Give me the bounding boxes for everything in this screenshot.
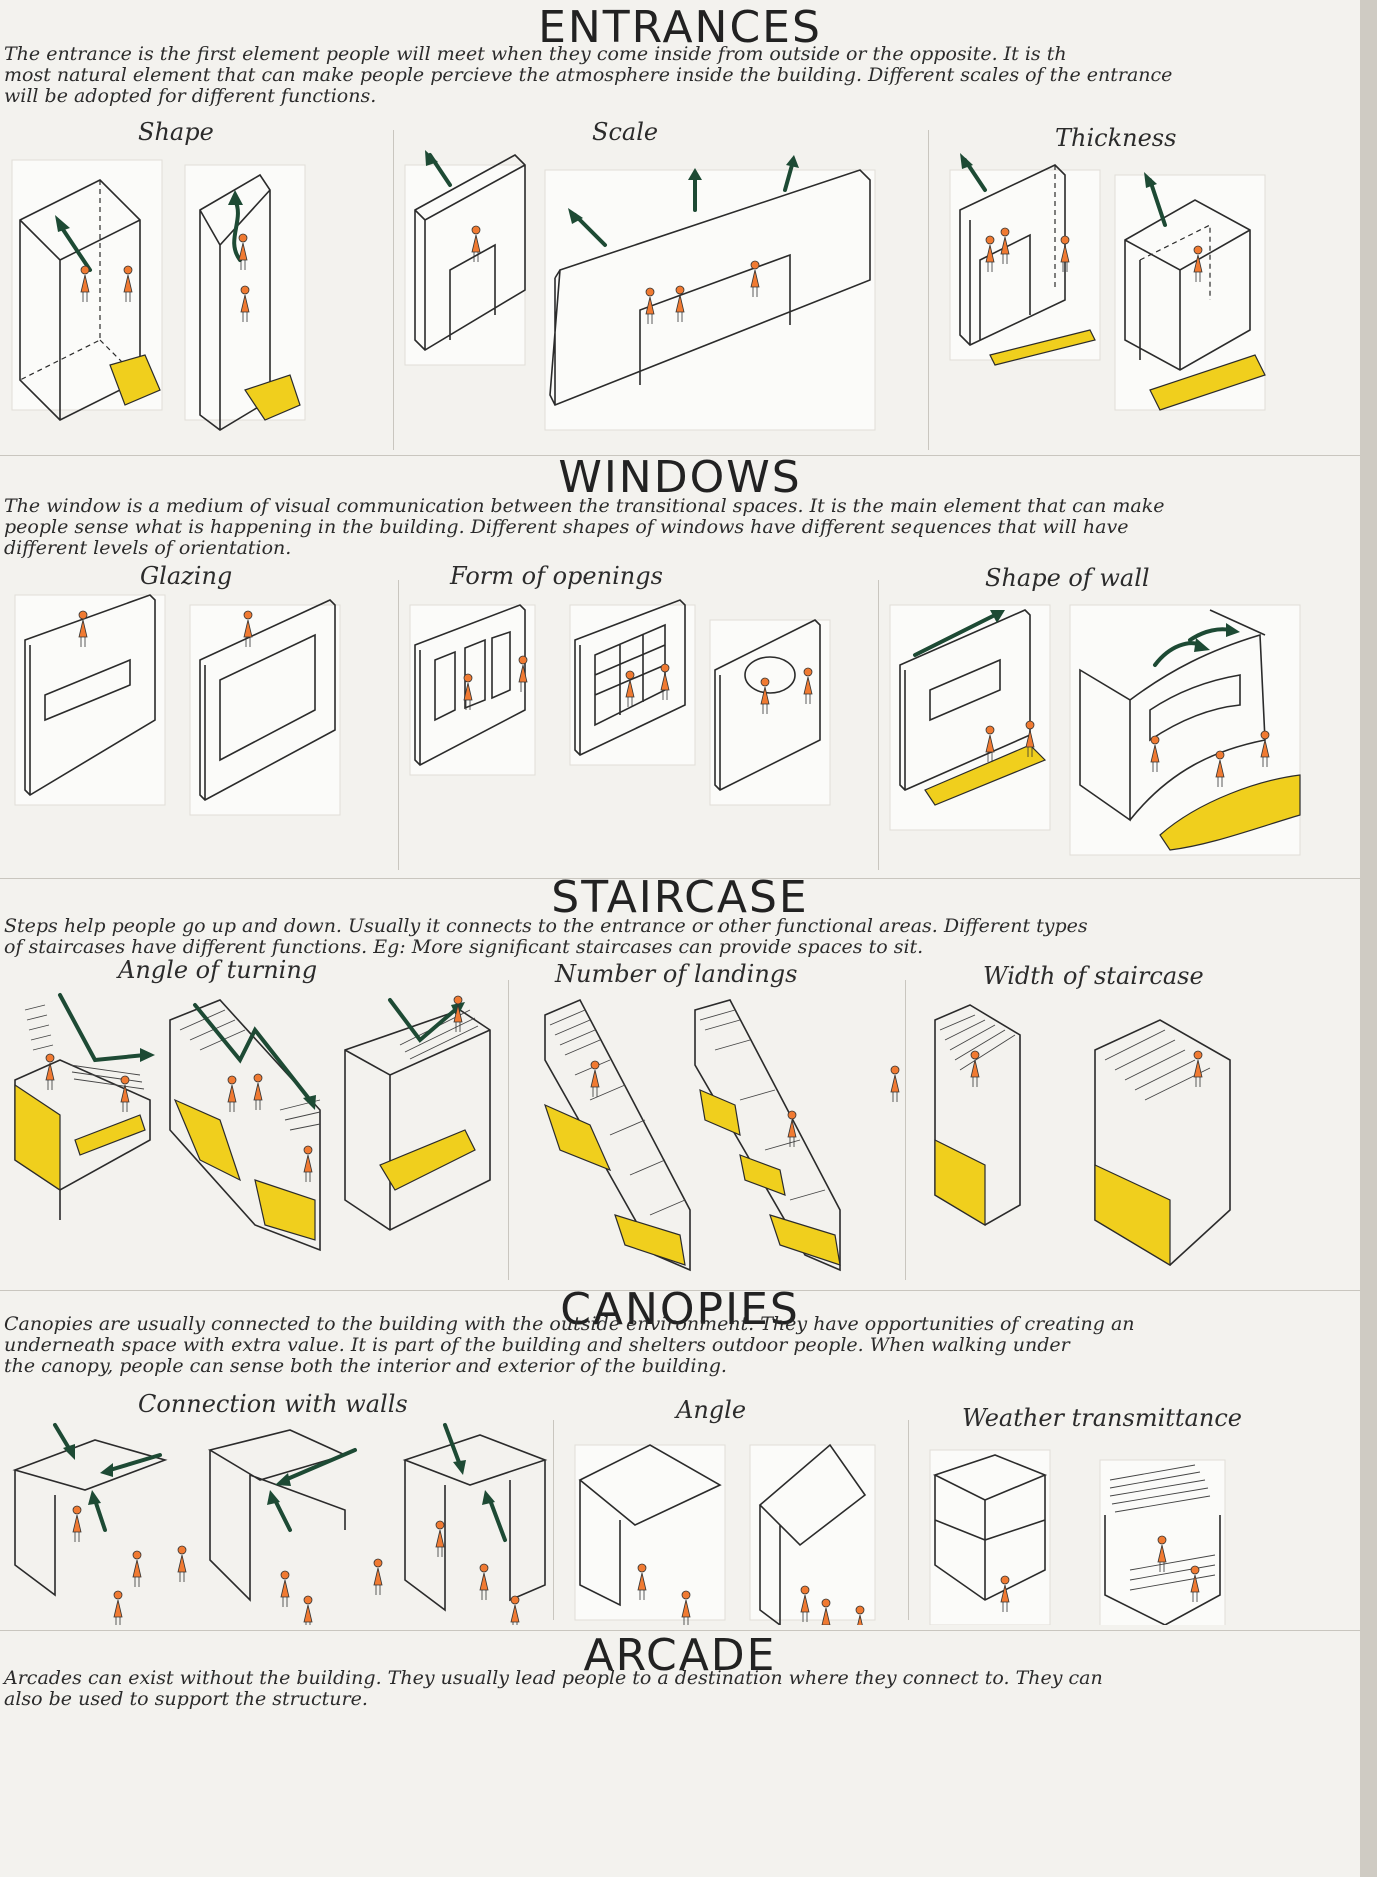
person-figure (1193, 1050, 1203, 1087)
person-figure (280, 1570, 290, 1607)
person-figure (1260, 730, 1270, 767)
person-figure (435, 1520, 445, 1557)
windows-diagrams (14, 594, 1301, 856)
person-figure (821, 1598, 831, 1625)
person-figure (750, 260, 760, 297)
person-figure (645, 287, 655, 324)
person-figure (787, 1110, 797, 1147)
person-figure (177, 1545, 187, 1582)
person-figure (78, 610, 88, 647)
person-figure (1025, 720, 1035, 757)
person-figure (123, 265, 133, 302)
person-figure (227, 1075, 237, 1112)
subtitle-thickness: Thickness (1055, 124, 1177, 152)
section-title-entrances: ENTRANCES (538, 2, 822, 53)
subtitle-connection-with-walls: Connection with walls (138, 1390, 408, 1418)
section-text-entrances: The entrance is the first element people… (4, 43, 1173, 107)
subtitle-glazing: Glazing (140, 562, 233, 590)
person-figure (855, 1605, 865, 1625)
person-figure (518, 655, 528, 692)
person-figure (120, 1075, 130, 1112)
person-figure (479, 1563, 489, 1600)
person-figure (803, 667, 813, 704)
staircase-diagrams (14, 993, 1231, 1272)
person-figure (132, 1550, 142, 1587)
canopies-diagrams (12, 1423, 1226, 1625)
person-figure (1157, 1535, 1167, 1572)
subtitle-shape: Shape (138, 118, 214, 146)
person-figure (510, 1595, 520, 1625)
person-figure (760, 677, 770, 714)
person-figure (463, 673, 473, 710)
person-figure (1215, 750, 1225, 787)
person-figure (1193, 245, 1203, 282)
person-figure (80, 265, 90, 302)
person-figure (243, 610, 253, 647)
person-figure (890, 1065, 900, 1102)
subtitle-width-of-staircase: Width of staircase (983, 962, 1204, 990)
person-figure (970, 1050, 980, 1087)
person-figure (240, 285, 250, 322)
person-figure (253, 1073, 263, 1110)
subtitle-angle: Angle (676, 1396, 747, 1424)
section-text-staircase: Steps help people go up and down. Usuall… (4, 915, 1088, 958)
subtitle-form-of-openings: Form of openings (450, 562, 663, 590)
subtitle-shape-of-wall: Shape of wall (985, 564, 1150, 592)
person-figure (625, 670, 635, 707)
person-figure (1060, 235, 1070, 272)
person-figure (303, 1595, 313, 1625)
section-text-arcade: Arcades can exist without the building. … (4, 1667, 1103, 1710)
person-figure (303, 1145, 313, 1182)
section-title-canopies: CANOPIES (560, 1284, 800, 1335)
section-text-canopies: Canopies are usually connected to the bu… (4, 1313, 1135, 1377)
person-figure (72, 1505, 82, 1542)
person-figure (45, 1053, 55, 1090)
person-figure (590, 1060, 600, 1097)
section-title-windows: WINDOWS (558, 452, 802, 503)
person-figure (373, 1558, 383, 1595)
person-figure (1000, 1575, 1010, 1612)
person-figure (985, 235, 995, 272)
person-figure (1000, 227, 1010, 264)
section-title-arcade: ARCADE (583, 1630, 777, 1681)
entrances-diagrams (11, 150, 1266, 431)
person-figure (453, 995, 463, 1032)
person-figure (113, 1590, 123, 1625)
person-figure (238, 233, 248, 270)
person-figure (637, 1563, 647, 1600)
subtitle-weather-transmittance: Weather transmittance (962, 1404, 1242, 1432)
subtitle-number-of-landings: Number of landings (555, 960, 798, 988)
subtitle-angle-of-turning: Angle of turning (118, 956, 318, 984)
person-figure (660, 663, 670, 700)
person-figure (1150, 735, 1160, 772)
subtitle-scale: Scale (592, 118, 659, 146)
person-figure (985, 725, 995, 762)
person-figure (1190, 1565, 1200, 1602)
person-figure (675, 285, 685, 322)
person-figure (471, 225, 481, 262)
section-title-staircase: STAIRCASE (551, 872, 809, 923)
person-figure (800, 1585, 810, 1622)
person-figure (681, 1590, 691, 1625)
section-text-windows: The window is a medium of visual communi… (4, 495, 1165, 559)
page-edge (1360, 0, 1377, 1877)
